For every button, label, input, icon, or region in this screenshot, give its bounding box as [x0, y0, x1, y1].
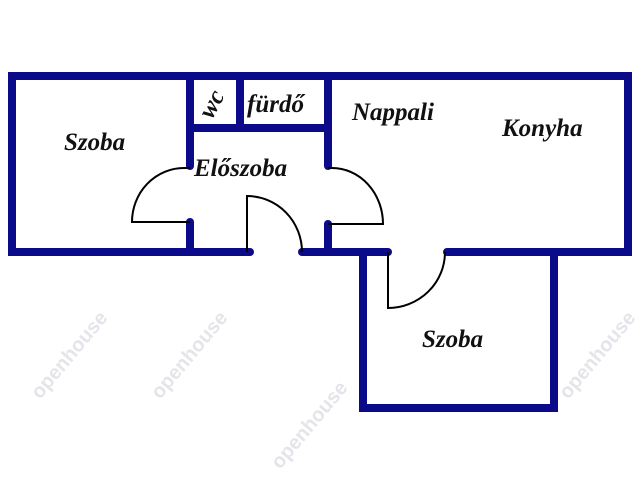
label-konyha: Konyha	[501, 115, 583, 142]
door-nappali	[328, 167, 385, 225]
walls	[8, 72, 632, 412]
door-szoba-left	[130, 167, 190, 223]
label-wc: wc	[193, 86, 230, 123]
watermark: openhouse	[267, 377, 352, 473]
label-eloszoba: Előszoba	[193, 155, 287, 182]
label-szoba-left: Szoba	[64, 129, 125, 156]
watermark: openhouse	[555, 307, 640, 403]
watermark: openhouse	[147, 307, 232, 403]
room-labels: Szoba wc fürdő Előszoba Nappali Konyha S…	[64, 86, 583, 353]
label-furdo: fürdő	[247, 91, 305, 118]
door-entrance	[246, 194, 303, 253]
label-szoba-lower: Szoba	[422, 326, 483, 353]
label-nappali: Nappali	[351, 99, 434, 126]
watermark: openhouse	[27, 307, 112, 403]
door-szoba-lower	[387, 251, 446, 310]
watermarks: openhouse openhouse openhouse openhouse	[27, 307, 640, 473]
doors	[130, 167, 446, 310]
lower-room-wall	[359, 248, 558, 412]
outer-wall	[8, 72, 632, 256]
